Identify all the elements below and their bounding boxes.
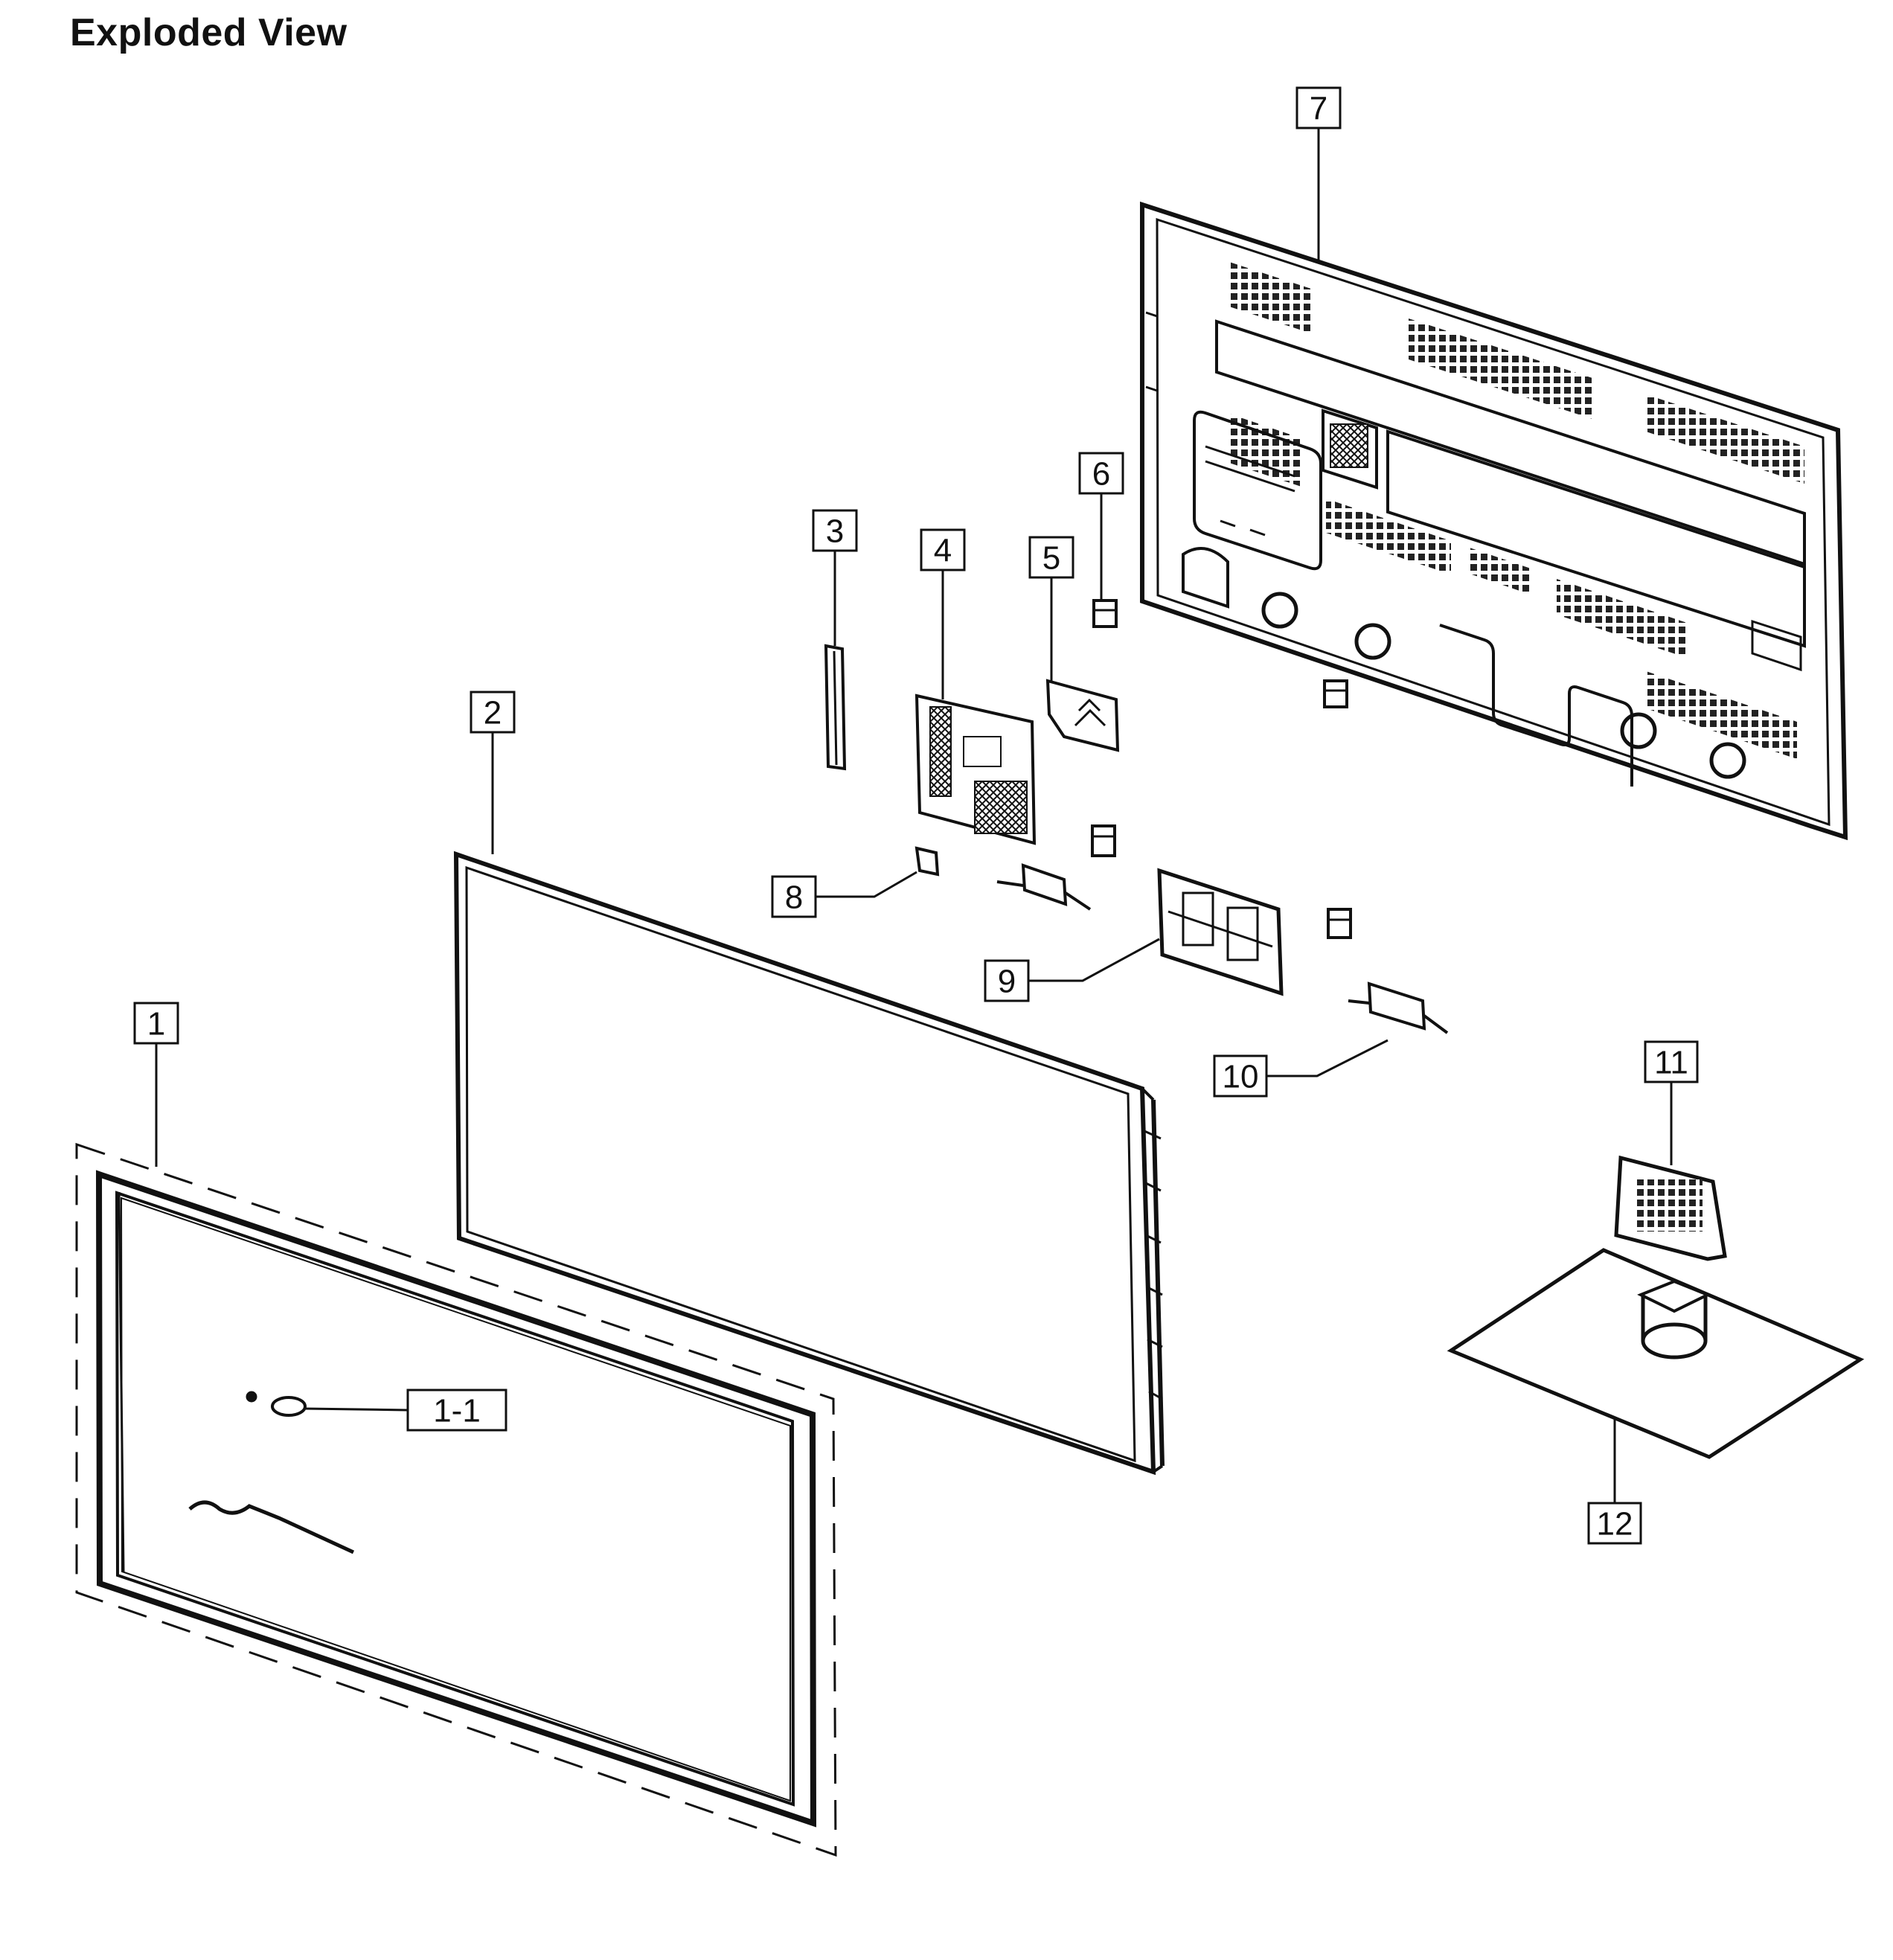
part-7-grille-mid-a: [1326, 499, 1451, 574]
part-1-front-bezel: [75, 1142, 837, 1857]
callout-1: 1: [133, 1002, 179, 1045]
part-7-stand-recess: [1439, 624, 1633, 787]
part-7-grille-mid-c: [1557, 579, 1689, 659]
bracket-small-b: [1091, 824, 1116, 857]
part-2-inner-frame: [465, 865, 1136, 1463]
part-7-grille-mid-left: [1229, 414, 1304, 487]
bracket-small-a: [1323, 679, 1348, 708]
part-7-grille-top-right: [1646, 394, 1804, 484]
part-9-board-bracket: [1157, 868, 1284, 996]
callout-8: 8: [771, 875, 817, 918]
callout-8-label: 8: [785, 880, 803, 916]
callout-1-label: 1: [147, 1006, 165, 1043]
callout-3-label: 3: [826, 513, 844, 550]
callout-9-label: 9: [998, 964, 1016, 1000]
callout-3: 3: [812, 509, 858, 552]
part-1-outer-frame: [95, 1170, 817, 1828]
part-12-stand-base: [1447, 1248, 1865, 1459]
part-7-io-recess: [1193, 410, 1322, 571]
part-1-1-sensor: [271, 1396, 307, 1417]
part-8-small-board: [915, 846, 940, 877]
part-3-strip-board: [824, 644, 847, 771]
callout-7-label: 7: [1310, 91, 1327, 127]
callout-12: 12: [1587, 1502, 1642, 1545]
part-7-mount-hole-a: [1261, 592, 1298, 629]
part-12-neck: [1641, 1322, 1708, 1359]
leader-1-1: [304, 1407, 409, 1412]
callout-2-label: 2: [484, 695, 502, 731]
part-4-main-board: [915, 694, 1037, 845]
leader-9: [1022, 938, 1160, 982]
part-1-logo-mark: [188, 1500, 355, 1554]
leader-lines: [155, 128, 1673, 1503]
part-1-screen-edge: [120, 1197, 791, 1802]
part-7-rear-cover: [1140, 201, 1848, 841]
callout-1-1: 1-1: [406, 1389, 507, 1432]
callout-2: 2: [470, 691, 516, 734]
part-7-outline: [1140, 201, 1848, 841]
part-7-mount-hole-d: [1709, 742, 1746, 779]
callout-10-label: 10: [1223, 1059, 1259, 1095]
leader-10: [1263, 1039, 1388, 1077]
callout-9: 9: [984, 959, 1030, 1002]
part-7-grille-low-right: [1646, 671, 1797, 759]
callout-10: 10: [1213, 1054, 1268, 1098]
callout-6-label: 6: [1092, 456, 1110, 493]
part-1-dashed-outline: [75, 1142, 837, 1857]
callout-5-label: 5: [1042, 540, 1060, 577]
part-7-grille-top-left: [1229, 262, 1311, 333]
part-1-inner-frame: [115, 1191, 795, 1807]
part-6-bracket: [1092, 599, 1118, 628]
bracket-small-c: [1327, 908, 1352, 939]
part-11-neck-cover: [1614, 1155, 1727, 1261]
callout-4: 4: [920, 528, 966, 571]
part-7-grille-mid-b: [1467, 547, 1533, 595]
part-7-grille-top-mid: [1409, 318, 1592, 419]
leader-8: [810, 871, 917, 898]
callout-11: 11: [1644, 1040, 1699, 1083]
callout-1-1-label: 1-1: [433, 1393, 481, 1429]
callout-6: 6: [1078, 452, 1124, 495]
speaker-left: [996, 863, 1092, 911]
part-2-outer-frame: [453, 851, 1156, 1476]
page-title: Exploded View: [70, 11, 347, 54]
callout-12-label: 12: [1597, 1506, 1633, 1543]
callout-11-label: 11: [1654, 1045, 1688, 1081]
callout-4-label: 4: [934, 533, 952, 569]
part-5-cover: [1045, 679, 1120, 752]
part-10-speaker: [1348, 981, 1449, 1034]
part-2-display-panel: [453, 851, 1165, 1476]
part-7-mount-hole-c: [1620, 712, 1657, 749]
callout-5: 5: [1028, 536, 1074, 579]
callout-7: 7: [1295, 86, 1342, 129]
part-7-mount-hole-b: [1354, 623, 1391, 660]
